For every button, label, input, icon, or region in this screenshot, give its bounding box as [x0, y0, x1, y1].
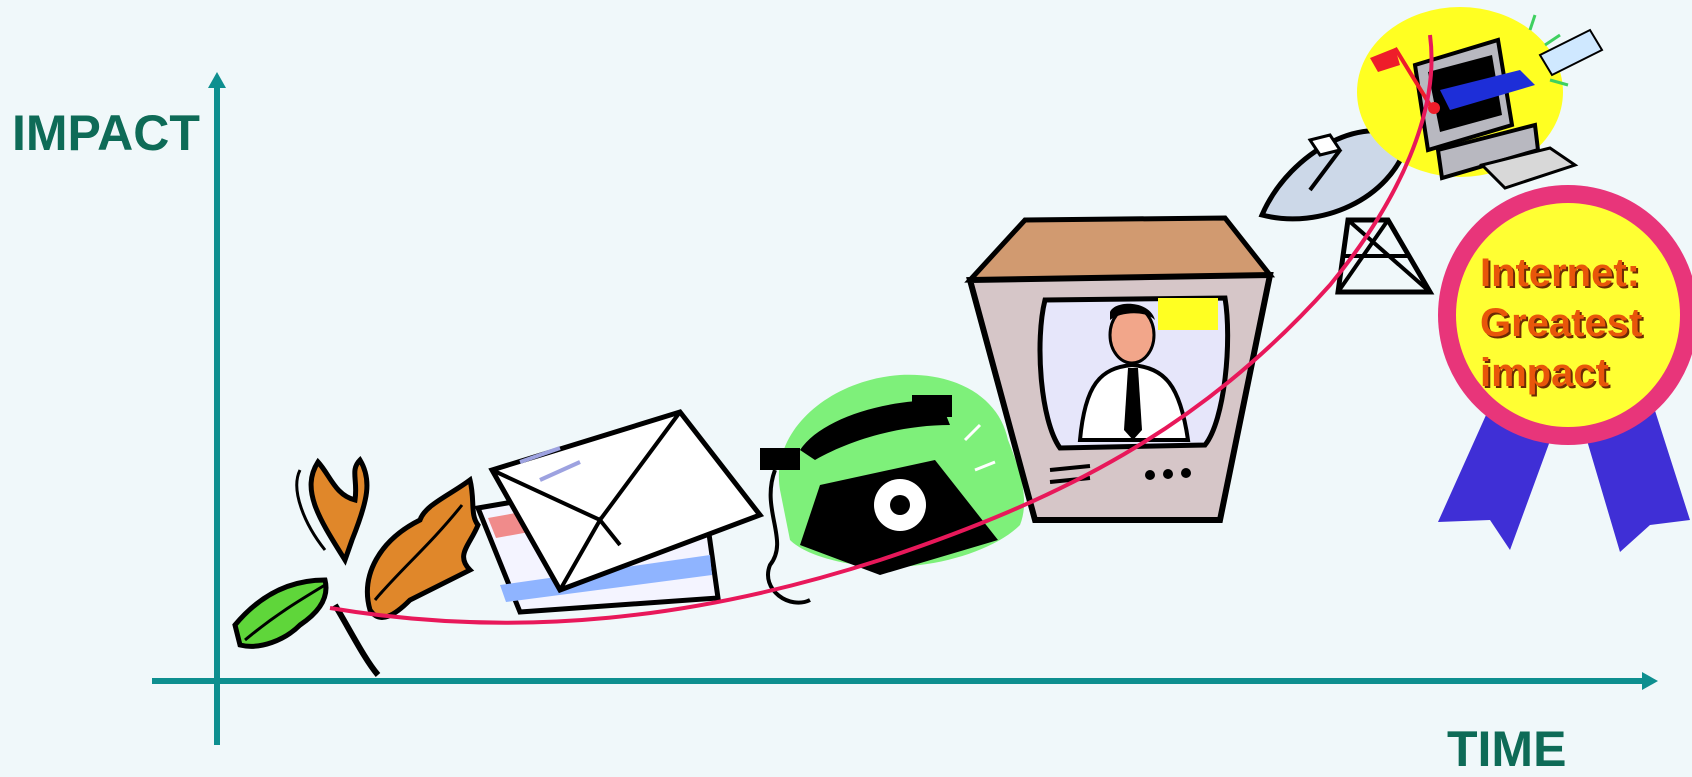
envelope-mail-icon	[478, 412, 760, 612]
y-axis-label: IMPACT	[12, 108, 200, 158]
oak-leaves-icon	[235, 460, 478, 675]
telephone-icon	[760, 375, 1024, 603]
badge-line-3: impact	[1480, 348, 1642, 398]
badge-line-1: Internet:	[1480, 248, 1642, 298]
badge-text: Internet: Greatest impact	[1480, 248, 1642, 398]
y-axis	[208, 72, 226, 745]
badge-line-2: Greatest	[1480, 298, 1642, 348]
x-axis-label: TIME	[1447, 724, 1566, 774]
